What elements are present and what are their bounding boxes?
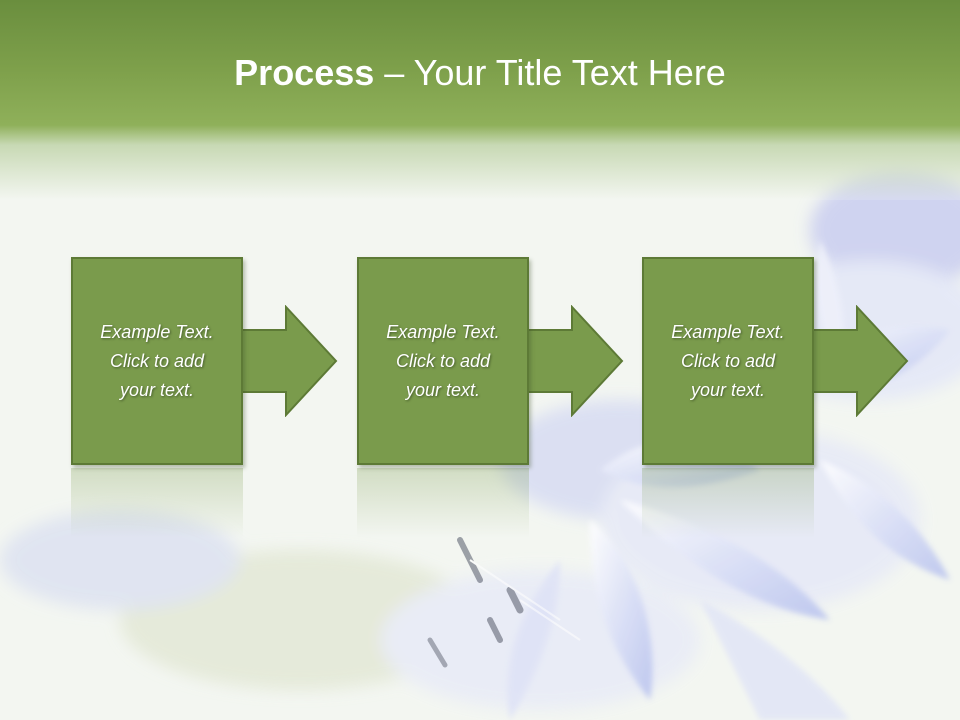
title-band <box>0 0 960 200</box>
step-2-text: Example Text. Click to add your text. <box>386 321 500 400</box>
step-2-arrow-icon <box>527 305 624 417</box>
step-3-reflection <box>642 468 814 538</box>
title-bold-text: Process <box>234 52 375 93</box>
step-1-text: Example Text. Click to add your text. <box>100 321 214 400</box>
step-1-box[interactable]: Example Text. Click to add your text. <box>71 257 243 465</box>
title-rest-text: – Your Title Text Here <box>374 52 726 93</box>
slide-title[interactable]: Process – Your Title Text Here <box>0 52 960 94</box>
step-3-text: Example Text. Click to add your text. <box>671 321 785 400</box>
step-1-arrow-icon <box>241 305 338 417</box>
step-3-box[interactable]: Example Text. Click to add your text. <box>642 257 814 465</box>
step-3-arrow-icon <box>812 305 909 417</box>
step-1-reflection <box>71 468 243 538</box>
step-2-reflection <box>357 468 529 538</box>
step-2-box[interactable]: Example Text. Click to add your text. <box>357 257 529 465</box>
